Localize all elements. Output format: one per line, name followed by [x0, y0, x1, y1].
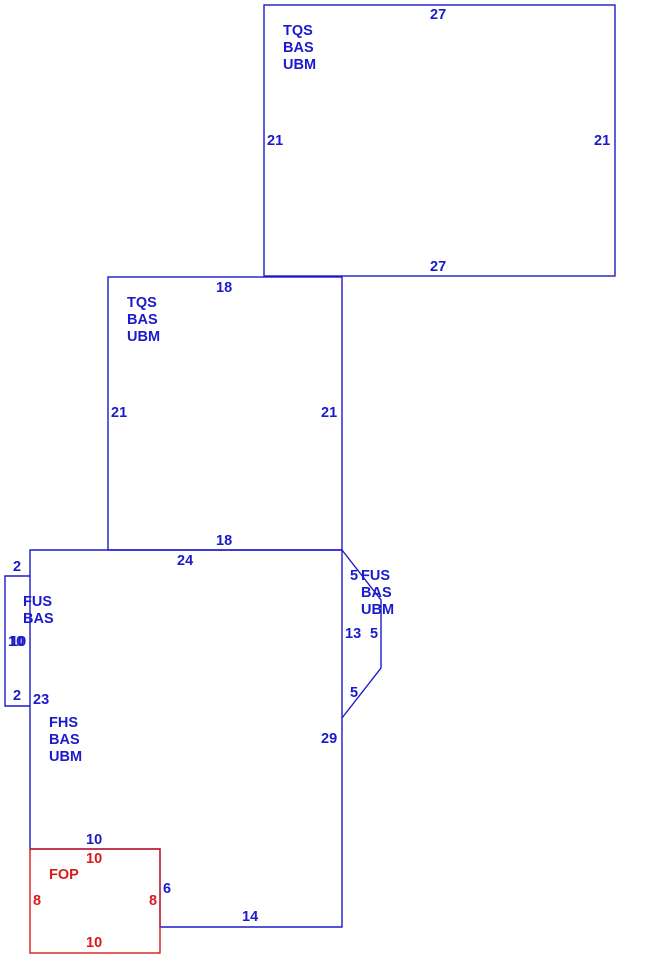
fop-dim-bottom: 10 — [86, 935, 102, 951]
main-fhs-dim-bottom: 14 — [242, 909, 258, 925]
upper-tqs-code-2: BAS — [283, 40, 314, 56]
main-fhs-dim-left: 23 — [33, 692, 49, 708]
fop-dim-top: 10 — [86, 851, 102, 867]
middle-tqs-code-3: UBM — [127, 329, 160, 345]
upper-tqs-code-1: TQS — [283, 23, 313, 39]
right-fus-dim-inner: 13 — [345, 626, 361, 642]
upper-tqs-dim-bottom: 27 — [430, 259, 446, 275]
main-fhs-dim-top: 24 — [177, 553, 193, 569]
right-fus-outline — [341, 549, 382, 719]
main-fhs-code-1: FHS — [49, 715, 78, 731]
upper-tqs-outline — [263, 4, 616, 277]
right-fus-dim-outer: 5 — [370, 626, 378, 642]
left-fus-code-2: BAS — [23, 611, 54, 627]
right-fus-code-1: FUS — [361, 568, 390, 584]
fop-code: FOP — [49, 867, 79, 883]
fop-outline — [29, 848, 161, 954]
middle-tqs-dim-bottom: 18 — [216, 533, 232, 549]
right-fus-code-2: BAS — [361, 585, 392, 601]
right-fus-dim-upper-diag: 5 — [350, 568, 358, 584]
middle-tqs-area: TQS BAS UBM 18 18 21 21 — [107, 276, 343, 551]
fop-area: FOP 10 10 8 8 — [29, 848, 161, 954]
left-fus-dim-top: 2 — [13, 559, 21, 575]
left-fus-outline — [4, 575, 30, 707]
upper-tqs-dim-top: 27 — [430, 7, 446, 23]
main-fhs-code-2: BAS — [49, 732, 80, 748]
right-fus-dim-lower-diag: 5 — [350, 685, 358, 701]
main-fhs-dim-step-side: 6 — [163, 881, 171, 897]
middle-tqs-dim-top: 18 — [216, 280, 232, 296]
left-fus-dim-bottom: 2 — [13, 688, 21, 704]
left-fus-dim-left: 10 — [8, 634, 24, 650]
upper-tqs-area: TQS BAS UBM 27 27 21 21 — [263, 4, 616, 277]
main-fhs-code-3: UBM — [49, 749, 82, 765]
left-fus-area: FUS BAS 2 2 10 10 — [4, 559, 54, 707]
middle-tqs-dim-left: 21 — [111, 405, 127, 421]
left-fus-dim-right: 10 — [10, 634, 26, 650]
middle-tqs-code-2: BAS — [127, 312, 158, 328]
main-fhs-dim-step-top: 10 — [86, 832, 102, 848]
middle-tqs-code-1: TQS — [127, 295, 157, 311]
middle-tqs-dim-right: 21 — [321, 405, 337, 421]
fop-dim-left: 8 — [33, 893, 41, 909]
upper-tqs-dim-right: 21 — [594, 133, 610, 149]
right-fus-area: FUS BAS UBM 5 13 5 5 — [341, 549, 394, 719]
upper-tqs-code-3: UBM — [283, 57, 316, 73]
fop-dim-right: 8 — [149, 893, 157, 909]
main-fhs-dim-right: 29 — [321, 731, 337, 747]
upper-tqs-dim-left: 21 — [267, 133, 283, 149]
left-fus-code-1: FUS — [23, 594, 52, 610]
right-fus-code-3: UBM — [361, 602, 394, 618]
